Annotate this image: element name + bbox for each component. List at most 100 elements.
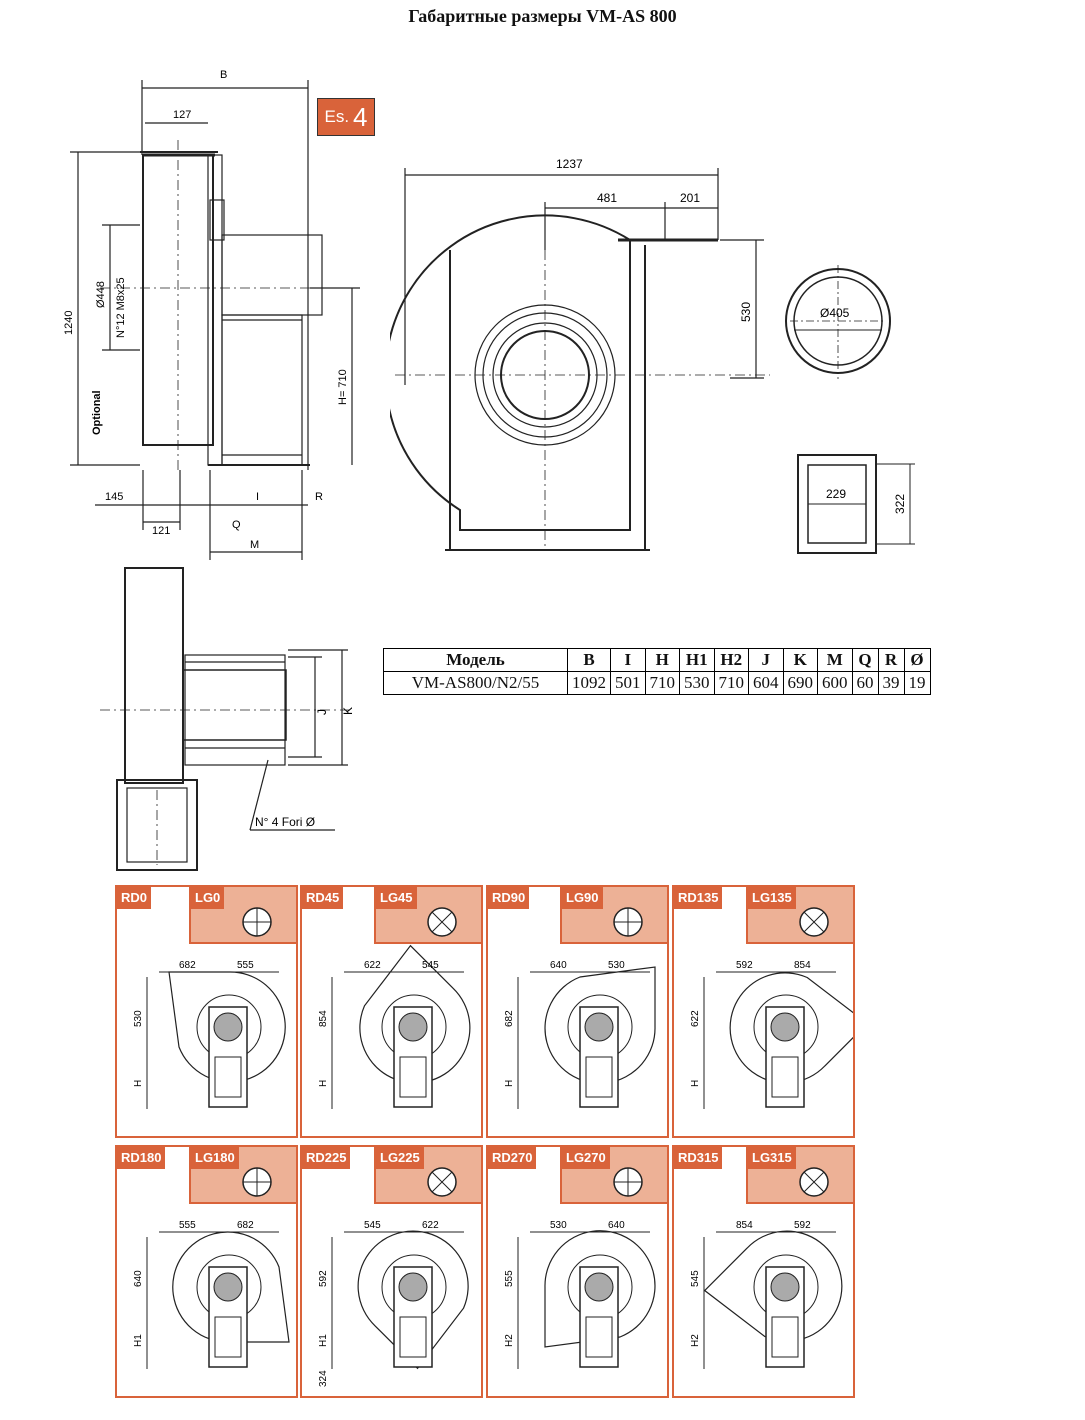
dim-121: 121: [152, 525, 170, 537]
spec-header: H: [644, 648, 680, 672]
orientation-icon: [427, 907, 457, 937]
dim-127: 127: [173, 109, 191, 121]
dim-201: 201: [680, 191, 700, 205]
dim-448: Ø448: [95, 281, 107, 308]
spec-cell: 604: [748, 671, 784, 695]
dimension-lines: [703, 971, 836, 1109]
bolts-label: N°12 M8x25: [115, 277, 127, 338]
spec-table: Модель B I H H1 H2 J K M Q R Ø VM-AS800/…: [383, 648, 931, 695]
dim-label: 622: [422, 1220, 439, 1231]
dim-label: 530: [550, 1220, 567, 1231]
dim-1240: 1240: [63, 311, 75, 335]
orientation-lg-label: LG270: [562, 1147, 610, 1169]
dim-m: M: [250, 539, 259, 551]
inlet-flange-drawing: Ø405: [785, 265, 891, 379]
dim-label: 622: [690, 1010, 701, 1027]
orientation-lg-box: LG135: [746, 887, 853, 944]
spec-cell: 710: [644, 671, 680, 695]
dim-j: J: [315, 709, 329, 715]
spec-cell: 501: [610, 671, 646, 695]
dim-label: 555: [504, 1270, 515, 1287]
spec-header: I: [610, 648, 646, 672]
dim-k: K: [341, 707, 355, 715]
dim-label: 682: [504, 1010, 515, 1027]
orientation-icon: [799, 907, 829, 937]
dim-label: 592: [736, 960, 753, 971]
page-title: Габаритные размеры VM-AS 800: [408, 6, 677, 26]
spec-header: H2: [713, 648, 749, 672]
orientation-lg-label: LG90: [562, 887, 603, 909]
spec-header: B: [567, 648, 611, 672]
top-view-drawing: J K N° 4 Fori Ø: [100, 567, 355, 871]
dim-label: 622: [364, 960, 381, 971]
spec-cell: 19: [903, 671, 931, 695]
optional-label: Optional: [91, 390, 103, 435]
orientation-icon: [613, 907, 643, 937]
spec-header: R: [877, 648, 905, 672]
dim-label: H: [504, 1080, 515, 1087]
orientation-lg-box: LG0: [189, 887, 296, 944]
orientation-lg-box: LG180: [189, 1147, 296, 1204]
dim-label: 854: [736, 1220, 753, 1231]
dim-b: B: [220, 69, 227, 81]
dim-label: 530: [133, 1010, 144, 1027]
spec-header: Ø: [903, 648, 931, 672]
es-badge-prefix: Es.: [324, 107, 350, 126]
dim-label: 592: [794, 1220, 811, 1231]
outlet-flange-drawing: 229 322: [797, 454, 915, 554]
dim-label: 324: [318, 1370, 329, 1387]
orientation-icon: [613, 1167, 643, 1197]
orientation-lg-label: LG180: [191, 1147, 239, 1169]
orientation-rd-label: RD270: [488, 1147, 537, 1169]
spec-cell: VM-AS800/N2/55: [383, 671, 568, 695]
motor-stand: [765, 1006, 805, 1108]
orientation-rd-label: RD180: [117, 1147, 166, 1169]
dim-label: H2: [504, 1334, 515, 1347]
dim-label: H2: [690, 1334, 701, 1347]
dim-label: 854: [318, 1010, 329, 1027]
dim-i: I: [256, 491, 259, 503]
orientation-rd-label: RD135: [674, 887, 723, 909]
dimension-lines: [517, 971, 650, 1109]
orientation-icon: [242, 907, 272, 937]
dim-label: 640: [550, 960, 567, 971]
orientation-icon: [242, 1167, 272, 1197]
motor-stand: [765, 1266, 805, 1368]
spec-cell: 690: [782, 671, 818, 695]
dim-h: H= 710: [337, 369, 349, 405]
dim-481: 481: [597, 191, 617, 205]
spec-cell: 1092: [567, 671, 611, 695]
dimension-lines: [146, 1231, 279, 1369]
orientation-lg-label: LG45: [376, 887, 417, 909]
orientation-lg-box: LG45: [374, 887, 481, 944]
motor-stand: [393, 1266, 433, 1368]
dimension-lines: [703, 1231, 836, 1369]
spec-header: H1: [679, 648, 715, 672]
dim-label: 682: [179, 960, 196, 971]
orientation-lg-box: LG225: [374, 1147, 481, 1204]
dimension-lines: [331, 971, 464, 1109]
dim-label: 530: [608, 960, 625, 971]
spec-header: M: [817, 648, 853, 672]
dim-r: R: [315, 491, 323, 503]
orientation-lg-label: LG315: [748, 1147, 796, 1169]
spec-header: Q: [851, 648, 879, 672]
spec-header: J: [748, 648, 784, 672]
dim-label: 545: [422, 960, 439, 971]
spec-header: Модель: [383, 648, 568, 672]
orientation-icon: [799, 1167, 829, 1197]
spec-table-header-row: Модель B I H H1 H2 J K M Q R Ø: [383, 648, 931, 672]
motor-stand: [208, 1006, 248, 1108]
dim-label: 545: [690, 1270, 701, 1287]
fan-volute: [357, 1230, 469, 1370]
motor-stand: [208, 1266, 248, 1368]
orientation-rd-label: RD45: [302, 887, 344, 909]
